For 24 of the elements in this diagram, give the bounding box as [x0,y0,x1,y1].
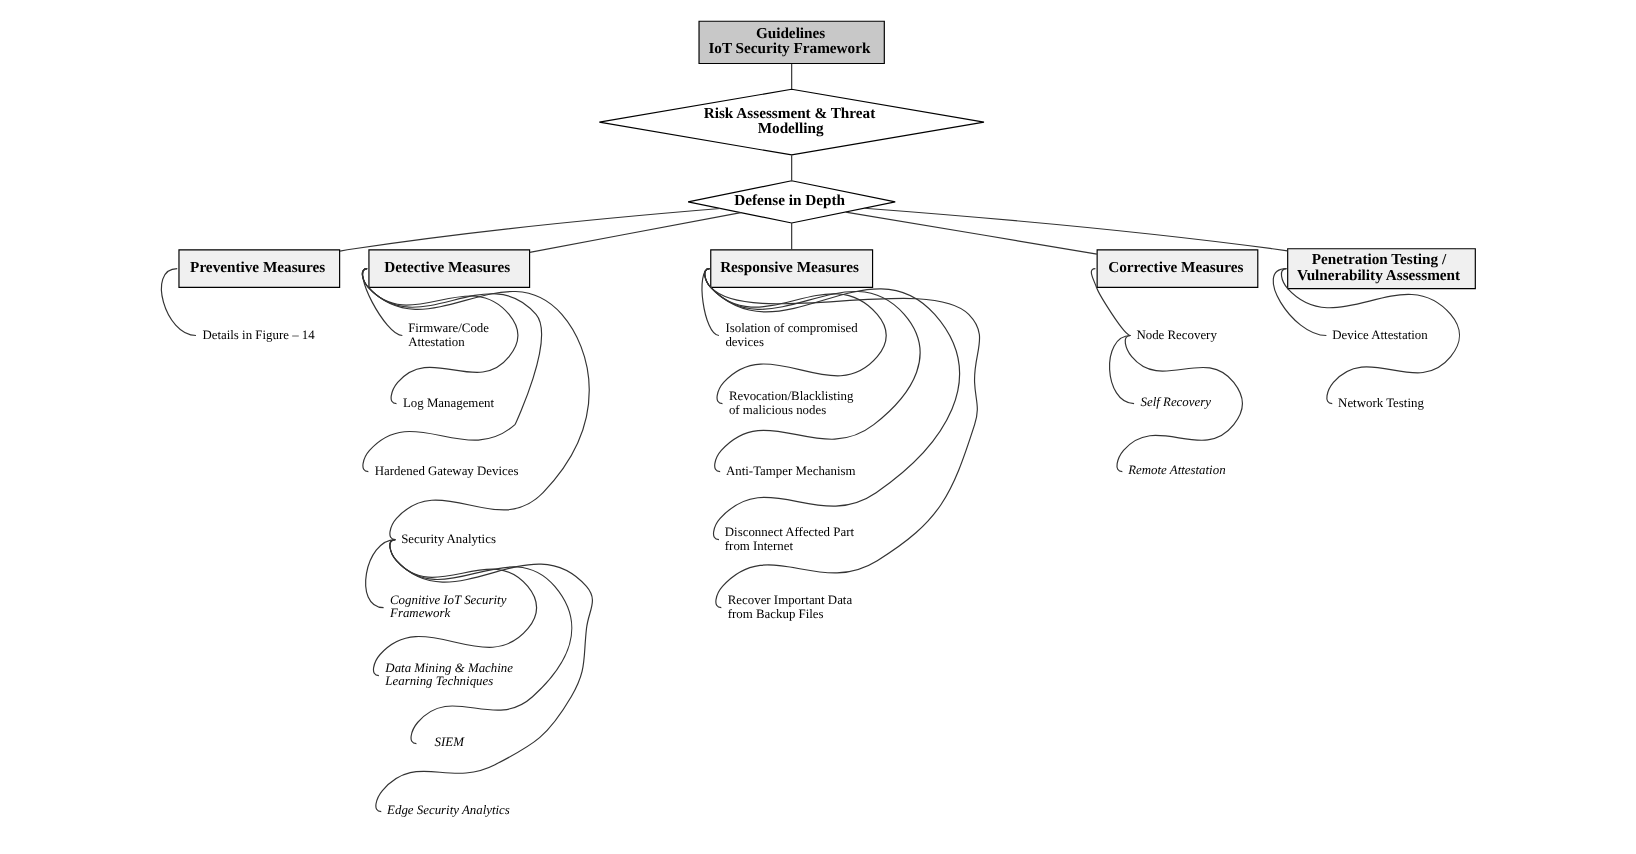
connector [704,268,960,541]
connector [361,268,590,541]
connector [529,212,742,253]
connector [365,539,396,609]
connector [704,268,921,473]
connector [1116,334,1244,473]
connector [701,268,720,337]
connector [791,63,793,90]
connector [361,268,519,405]
connector [1280,268,1461,405]
connector [791,222,793,251]
connector [863,207,1289,252]
connector [791,154,793,181]
connector [160,268,197,337]
connector [1090,268,1132,337]
connector [845,211,1098,255]
connector [389,539,573,745]
connector [339,207,721,252]
connector [1272,268,1327,337]
connector [375,539,593,813]
connector [361,268,542,473]
connector [1109,334,1135,405]
connector [704,268,981,609]
connector [362,268,403,337]
